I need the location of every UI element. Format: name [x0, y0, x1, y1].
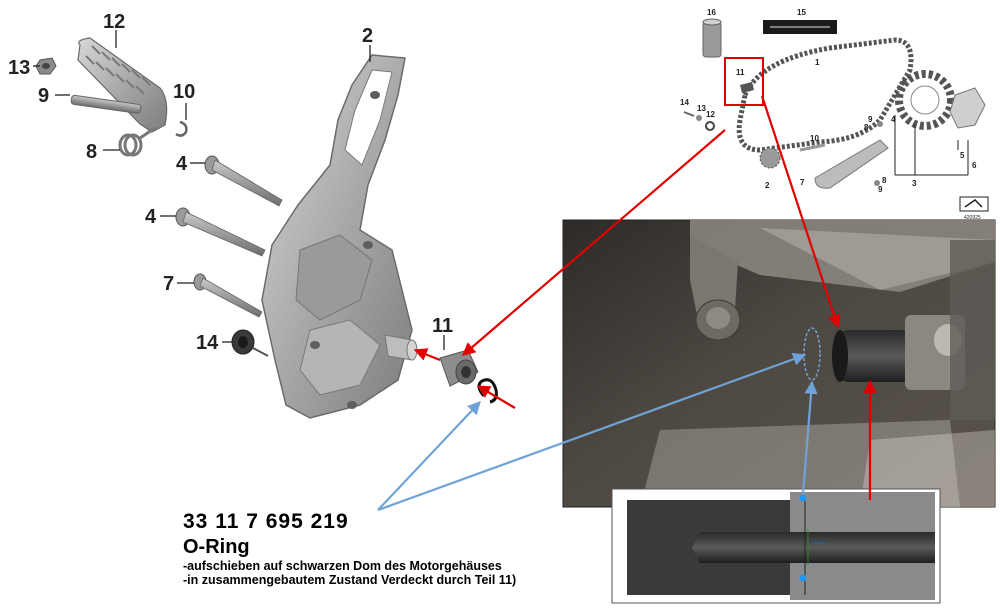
cylinder-16: [702, 21, 722, 58]
ov-2: 2: [765, 181, 770, 190]
spring: [118, 126, 156, 157]
bolt-lower: [193, 273, 263, 318]
label-10: 10: [173, 81, 195, 103]
flange-nut: [231, 329, 269, 357]
orientation-icon: [959, 196, 989, 212]
ov-4: 4: [891, 115, 896, 124]
label-14: 14: [196, 332, 219, 354]
part-name: O-Ring: [183, 536, 250, 558]
label-4a: 4: [176, 153, 188, 175]
ov-1: 1: [815, 58, 820, 67]
label-8: 8: [86, 141, 97, 163]
label-7: 7: [163, 273, 174, 295]
highlight-box-11: [724, 57, 764, 106]
ov-9a: 9: [868, 115, 873, 124]
label-9: 9: [38, 85, 49, 107]
instruction-line-1: -aufschieben auf schwarzen Dom des Motor…: [183, 559, 502, 573]
overview-diagram: 16 15 1 11 14 13 12 9 8 4 5 6 3 10 7 8 9…: [680, 8, 989, 221]
cross-section-view: [611, 488, 941, 604]
bushing-part-11: [439, 349, 479, 387]
pin: [70, 94, 142, 114]
ov-9b: 9: [878, 185, 883, 194]
front-sprocket: [759, 147, 781, 169]
part-number: 33 11 7 695 219: [183, 510, 349, 533]
ov-5: 5: [960, 151, 965, 160]
bolt-upper: [204, 155, 283, 207]
ov-code: 420925: [964, 215, 981, 221]
blue-arrows: [377, 352, 818, 512]
ov-8b: 8: [882, 176, 887, 185]
ov-7: 7: [800, 178, 805, 187]
footrest-exploded-view: 12 13 9 10 8 2 4 4 7 14 11: [8, 11, 498, 419]
label-12: 12: [103, 11, 125, 33]
clip: [175, 120, 188, 137]
drive-chain: [736, 37, 914, 153]
ov-12: 12: [706, 110, 715, 119]
engine-photo: [562, 219, 996, 508]
label-11: 11: [432, 315, 453, 337]
label-4b: 4: [145, 206, 157, 228]
footpeg: [77, 37, 168, 133]
red-arrows: [413, 95, 877, 500]
instruction-line-2: -in zusammengebautem Zustand Verdeckt du…: [183, 573, 517, 587]
rear-sprocket: [895, 70, 955, 130]
ov-14: 14: [680, 98, 689, 107]
ov-15: 15: [797, 8, 806, 17]
ov-13: 13: [697, 104, 706, 113]
ov-8a: 8: [864, 123, 869, 132]
ov-10: 10: [810, 134, 819, 143]
ov-11: 11: [736, 68, 745, 77]
bolt-middle: [175, 207, 266, 257]
ov-3: 3: [912, 179, 917, 188]
ov-16: 16: [707, 8, 716, 17]
ov-6: 6: [972, 161, 977, 170]
label-2: 2: [362, 25, 373, 47]
label-13: 13: [8, 57, 30, 79]
part-caption: 33 11 7 695 219 O-Ring -aufschieben auf …: [183, 510, 516, 587]
